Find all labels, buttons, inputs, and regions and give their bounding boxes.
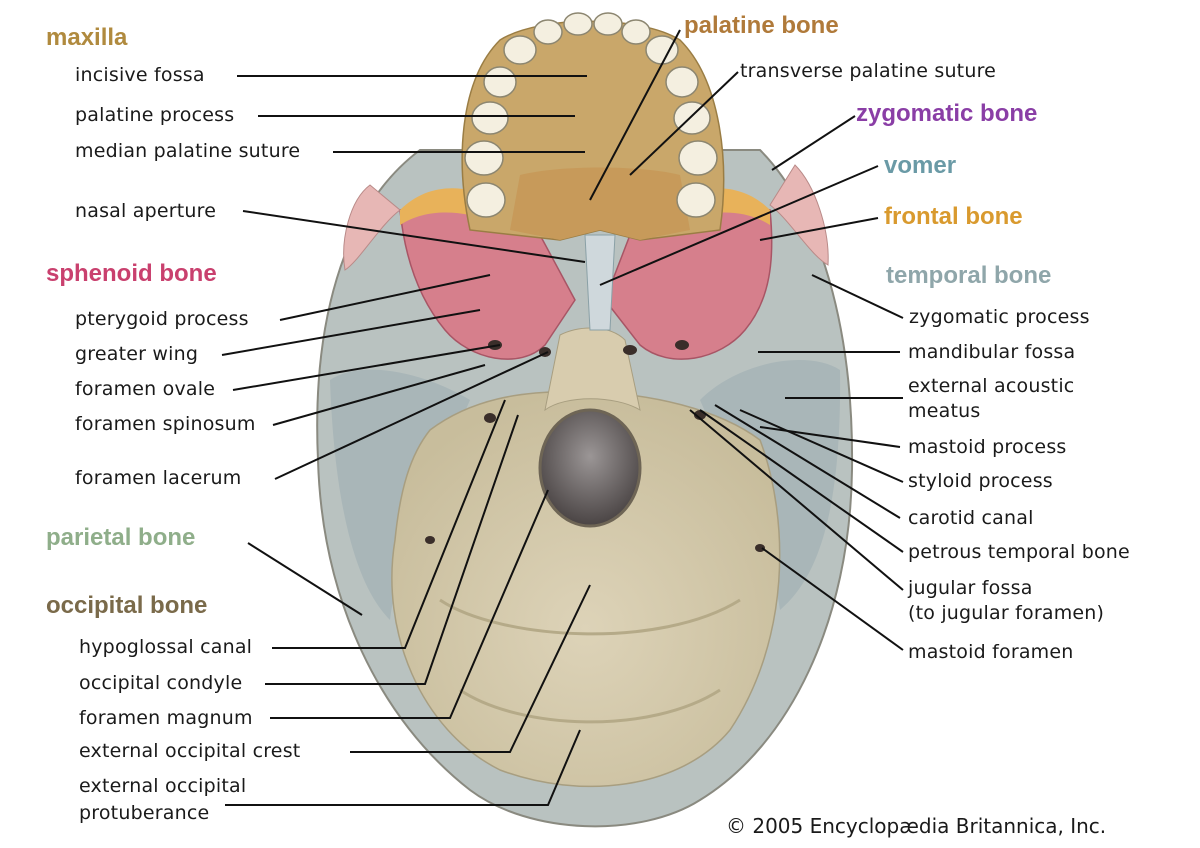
label-foramen-ovale: foramen ovale xyxy=(75,378,216,400)
foramen-magnum-shape xyxy=(538,408,642,528)
header-temporal-bone: temporal bone xyxy=(886,262,1052,289)
label-external-acoustic-line2: meatus xyxy=(908,400,981,422)
frontal-left xyxy=(400,188,470,225)
header-palatine-bone: palatine bone xyxy=(684,12,839,39)
label-mandibular-fossa: mandibular fossa xyxy=(908,341,1076,363)
zygomatic-right xyxy=(769,164,829,266)
header-occipital-bone: occipital bone xyxy=(46,592,208,619)
label-greater-wing: greater wing xyxy=(75,343,199,365)
label-pterygoid-process: pterygoid process xyxy=(75,308,249,330)
zygomatic-left xyxy=(343,184,401,271)
label-foramen-magnum: foramen magnum xyxy=(79,707,253,729)
header-parietal-bone: parietal bone xyxy=(46,524,196,551)
label-palatine-process: palatine process xyxy=(75,104,235,126)
label-transverse-palatine-suture: transverse palatine suture xyxy=(740,60,997,82)
header-zygomatic-bone: zygomatic bone xyxy=(856,100,1038,127)
label-occipital-condyle: occipital condyle xyxy=(79,672,243,694)
header-maxilla: maxilla xyxy=(46,24,128,51)
palatine-shape xyxy=(510,167,690,240)
nuchal-line xyxy=(459,688,721,724)
leader-lines xyxy=(221,29,904,806)
label-incisive-fossa: incisive fossa xyxy=(75,64,205,86)
label-petrous-temporal-bone: petrous temporal bone xyxy=(908,541,1130,563)
label-nasal-aperture: nasal aperture xyxy=(75,200,217,222)
label-hypoglossal-canal: hypoglossal canal xyxy=(79,636,253,658)
label-external-occipital-protuberance-line2: protuberance xyxy=(79,802,210,824)
label-jugular-fossa-line1: jugular fossa xyxy=(908,577,1033,599)
label-zygomatic-process: zygomatic process xyxy=(909,306,1090,328)
header-sphenoid-bone: sphenoid bone xyxy=(46,260,217,287)
label-foramen-lacerum: foramen lacerum xyxy=(75,467,242,489)
label-jugular-fossa-line2: (to jugular foramen) xyxy=(908,602,1105,624)
label-external-acoustic-line1: external acoustic xyxy=(908,375,1075,397)
vomer-shape xyxy=(584,234,616,331)
label-carotid-canal: carotid canal xyxy=(908,507,1034,529)
label-styloid-process: styloid process xyxy=(908,470,1053,492)
label-foramen-spinosum: foramen spinosum xyxy=(75,413,256,435)
label-mastoid-foramen: mastoid foramen xyxy=(908,641,1074,663)
header-vomer: vomer xyxy=(884,152,957,179)
teeth xyxy=(464,12,718,218)
copyright-notice: © 2005 Encyclopædia Britannica, Inc. xyxy=(726,814,1107,838)
label-mastoid-process: mastoid process xyxy=(908,436,1067,458)
basilar-part xyxy=(544,327,641,412)
nuchal-line xyxy=(439,598,741,636)
label-external-occipital-protuberance-line1: external occipital xyxy=(79,775,247,797)
label-median-palatine-suture: median palatine suture xyxy=(75,140,301,162)
label-external-occipital-crest: external occipital crest xyxy=(79,740,301,762)
header-frontal-bone: frontal bone xyxy=(884,203,1023,230)
